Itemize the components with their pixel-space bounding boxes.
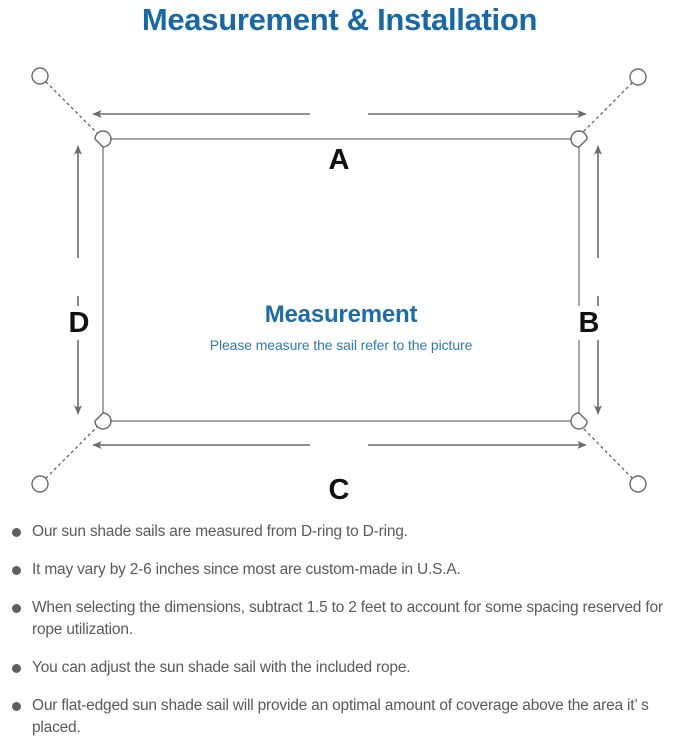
bullet-icon	[12, 664, 21, 673]
dimension-label-c: C	[310, 473, 368, 507]
bullet-icon	[12, 604, 21, 613]
dimension-label-a: A	[310, 143, 368, 177]
d-ring-top-left	[94, 130, 112, 148]
dimension-label-d: D	[62, 306, 96, 340]
rope-line-top-right	[577, 82, 633, 138]
bullet-icon	[12, 566, 21, 575]
d-ring-bottom-right	[570, 412, 588, 430]
anchor-points	[31, 67, 647, 493]
d-ring-bottom-left	[94, 412, 112, 430]
rope-lines	[45, 81, 633, 479]
measurement-diagram: Measurement Please measure the sail refe…	[0, 48, 679, 518]
note-text: You can adjust the sun shade sail with t…	[32, 659, 411, 676]
note-text: It may vary by 2-6 inches since most are…	[32, 561, 461, 578]
sail-rectangle	[102, 138, 580, 422]
note-text: Our sun shade sails are measured from D-…	[32, 523, 408, 540]
anchor-point-top-left	[31, 67, 49, 85]
note-item: You can adjust the sun shade sail with t…	[0, 657, 679, 679]
page-title: Measurement & Installation	[141, 2, 538, 37]
diagram-canvas	[31, 67, 647, 493]
d-rings	[94, 130, 588, 430]
d-ring-top-right	[570, 130, 588, 148]
dimension-label-b: B	[572, 306, 606, 340]
note-text: Our flat-edged sun shade sail will provi…	[32, 697, 649, 736]
bullet-icon	[12, 528, 21, 537]
note-item: It may vary by 2-6 inches since most are…	[0, 559, 679, 581]
rope-line-top-left	[45, 81, 102, 138]
rope-line-bottom-left	[45, 422, 102, 479]
anchor-point-bottom-right	[629, 475, 647, 493]
anchor-point-bottom-left	[31, 475, 49, 493]
rope-line-bottom-right	[577, 422, 633, 479]
note-item: Our flat-edged sun shade sail will provi…	[0, 695, 679, 739]
note-text: When selecting the dimensions, subtract …	[32, 599, 663, 638]
note-item: Our sun shade sails are measured from D-…	[0, 521, 679, 543]
note-item: When selecting the dimensions, subtract …	[0, 597, 679, 641]
bullet-icon	[12, 702, 21, 711]
notes-list: Our sun shade sails are measured from D-…	[0, 521, 679, 755]
anchor-point-top-right	[629, 68, 647, 86]
